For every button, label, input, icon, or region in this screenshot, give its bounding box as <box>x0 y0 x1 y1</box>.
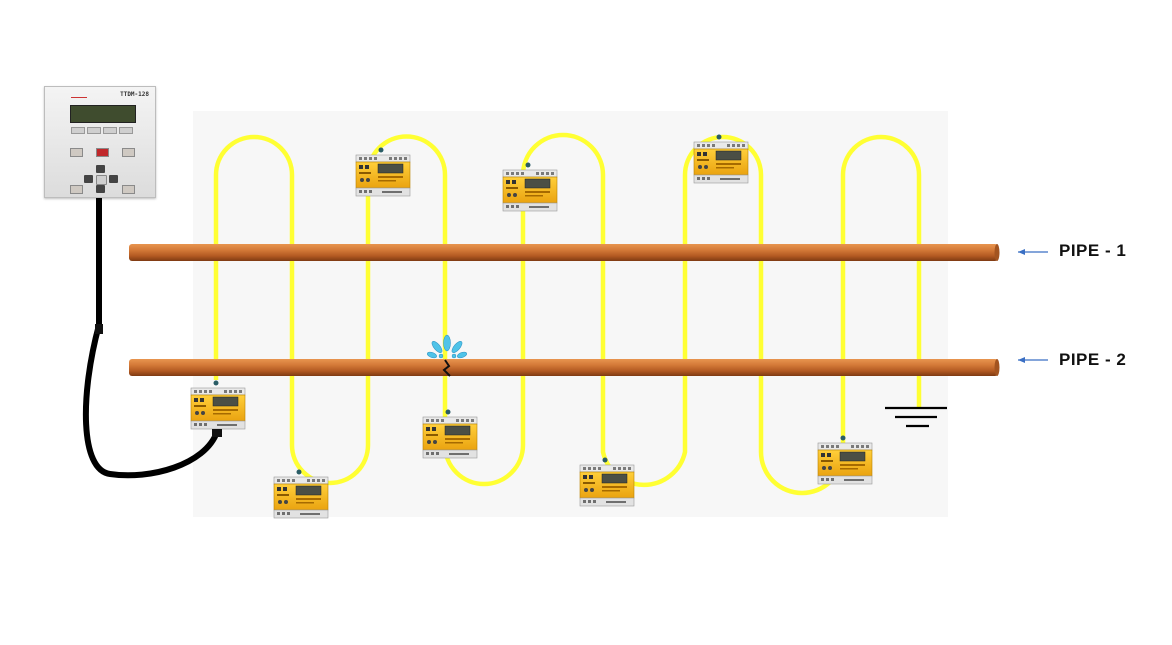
controller-display <box>70 105 136 123</box>
pipe-2-label: PIPE - 2 <box>1059 350 1127 369</box>
sensor-module-1 <box>190 380 246 430</box>
sensor-module-2 <box>273 469 329 519</box>
leak-detection-controller: TTDM-128 <box>44 86 156 198</box>
pipe-2 <box>129 359 1000 376</box>
pipe-1 <box>129 244 1000 261</box>
sensor-module-4 <box>422 409 478 459</box>
controller-accent-line <box>71 97 87 98</box>
sensor-module-5 <box>502 162 558 212</box>
center-key <box>96 175 107 185</box>
sensor-module-6 <box>579 457 635 507</box>
controller-model: TTDM-128 <box>120 91 149 98</box>
controller-softkey <box>87 127 101 134</box>
sensor-module-7 <box>693 134 749 184</box>
controller-key <box>122 185 135 194</box>
cable-ferrule <box>95 324 103 334</box>
controller-softkey <box>103 127 117 134</box>
connection-cable <box>82 193 220 479</box>
arrow-left-icon <box>1017 356 1049 364</box>
arrow-down-key <box>96 185 105 193</box>
cable-connector <box>212 429 222 437</box>
controller-alarm-key <box>96 148 109 157</box>
controller-softkey <box>119 127 133 134</box>
sensor-module-3 <box>355 147 411 197</box>
sensor-cable <box>213 132 922 496</box>
arrow-left-icon <box>1017 248 1049 256</box>
arrow-right-key <box>109 175 118 183</box>
controller-softkey <box>71 127 85 134</box>
controller-key <box>70 185 83 194</box>
ground-symbol-icon <box>885 406 947 428</box>
water-leak-icon <box>426 334 468 377</box>
controller-key <box>122 148 135 157</box>
controller-key <box>70 148 83 157</box>
sensor-module-8 <box>817 435 873 485</box>
arrow-up-key <box>96 165 105 173</box>
pipe-1-label: PIPE - 1 <box>1059 241 1127 260</box>
arrow-left-key <box>84 175 93 183</box>
